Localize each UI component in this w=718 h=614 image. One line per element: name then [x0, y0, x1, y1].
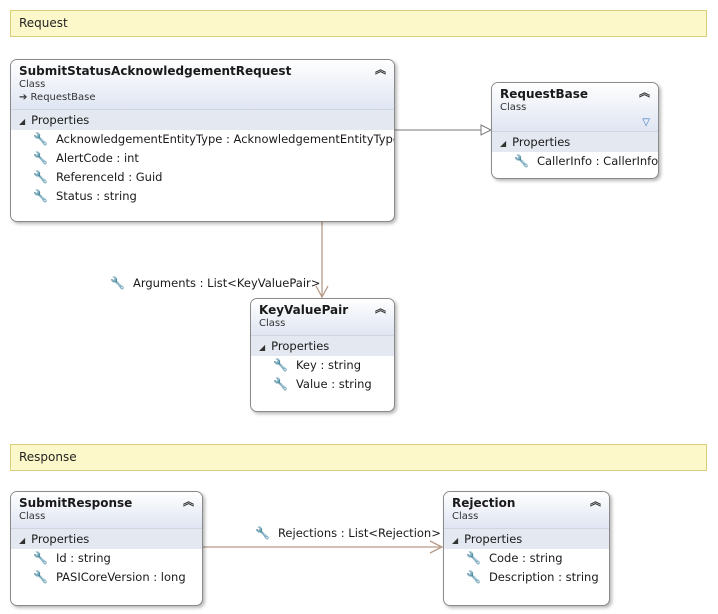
property-text: Status : string	[55, 189, 137, 203]
rejections-arrowhead	[429, 540, 444, 554]
class-kind: Class	[19, 511, 46, 522]
collapse-triangle-icon[interactable]: ◢	[500, 139, 507, 148]
wrench-icon: 🔧	[110, 276, 125, 290]
wrench-icon: 🔧	[273, 377, 288, 391]
wrench-icon: 🔧	[33, 570, 48, 584]
wrench-icon: 🔧	[33, 132, 48, 146]
class-name: KeyValuePair	[259, 303, 349, 317]
class-header: SubmitStatusAcknowledgementRequest Class…	[11, 60, 394, 109]
wrench-icon: 🔧	[33, 551, 48, 565]
properties-label: Properties	[464, 532, 523, 546]
arguments-association-label[interactable]: 🔧 Arguments : List<KeyValuePair>	[110, 276, 320, 290]
response-section-header: Response	[10, 444, 707, 471]
arguments-arrowhead	[315, 285, 329, 299]
property-text: Key : string	[295, 358, 361, 372]
class-key-value-pair[interactable]: KeyValuePair Class ︽ ◢ Properties 🔧 Key : …	[250, 298, 395, 412]
class-submit-status-acknowledgement-request[interactable]: SubmitStatusAcknowledgementRequest Class…	[10, 59, 395, 222]
inheritance-arrowhead	[480, 124, 493, 136]
property-row[interactable]: 🔧 Status : string	[11, 187, 394, 206]
filter-icon[interactable]: ▽	[642, 117, 650, 128]
properties-compartment-header[interactable]: ◢ Properties	[11, 109, 394, 130]
double-chevron-up-icon[interactable]: ︽	[590, 495, 601, 508]
properties-label: Properties	[512, 135, 571, 149]
request-section-label: Request	[19, 16, 68, 30]
property-text: PASICoreVersion : long	[55, 570, 186, 584]
response-section-label: Response	[19, 450, 77, 464]
property-text: AlertCode : int	[55, 151, 139, 165]
property-row[interactable]: 🔧 ReferenceId : Guid	[11, 168, 394, 187]
class-request-base[interactable]: RequestBase Class ︽ ▽ ◢ Properties 🔧 Calle…	[491, 82, 659, 179]
properties-compartment-header[interactable]: ◢ Properties	[444, 528, 609, 549]
double-chevron-up-icon[interactable]: ︽	[639, 86, 650, 99]
class-header: Rejection Class ︽	[444, 492, 609, 528]
property-text: Description : string	[488, 570, 599, 584]
property-row[interactable]: 🔧 CallerInfo : CallerInfo	[492, 152, 658, 171]
property-row[interactable]: 🔧 Value : string	[251, 375, 394, 394]
collapse-triangle-icon[interactable]: ◢	[259, 343, 266, 352]
class-name: SubmitResponse	[19, 496, 133, 510]
class-rejection[interactable]: Rejection Class ︽ ◢ Properties 🔧 Code : st…	[443, 491, 610, 606]
property-row[interactable]: 🔧 Id : string	[11, 549, 202, 568]
wrench-icon: 🔧	[33, 189, 48, 203]
property-text: Id : string	[55, 551, 111, 565]
wrench-icon: 🔧	[33, 170, 48, 184]
class-kind: Class	[259, 318, 286, 329]
properties-compartment-header[interactable]: ◢ Properties	[251, 335, 394, 356]
properties-label: Properties	[31, 532, 90, 546]
property-text: Code : string	[488, 551, 563, 565]
property-text: CallerInfo : CallerInfo	[536, 154, 659, 168]
class-name: RequestBase	[500, 87, 589, 101]
class-name: SubmitStatusAcknowledgementRequest	[19, 64, 292, 78]
double-chevron-up-icon[interactable]: ︽	[375, 302, 386, 315]
collapse-triangle-icon[interactable]: ◢	[19, 536, 26, 545]
property-row[interactable]: 🔧 AcknowledgementEntityType : Acknowledge…	[11, 130, 394, 149]
class-name: Rejection	[452, 496, 516, 510]
property-text: Value : string	[295, 377, 372, 391]
property-text: AcknowledgementEntityType : Acknowledgem…	[55, 132, 395, 146]
wrench-icon: 🔧	[255, 526, 270, 540]
association-text: Rejections : List<Rejection>	[277, 526, 441, 540]
properties-label: Properties	[31, 113, 90, 127]
properties-compartment-header[interactable]: ◢ Properties	[492, 131, 658, 152]
property-row[interactable]: 🔧 PASICoreVersion : long	[11, 568, 202, 587]
wrench-icon: 🔧	[33, 151, 48, 165]
property-text: ReferenceId : Guid	[55, 170, 163, 184]
property-row[interactable]: 🔧 Code : string	[444, 549, 609, 568]
class-kind: Class	[452, 511, 479, 522]
class-kind: Class	[500, 102, 527, 113]
class-kind: Class	[19, 79, 46, 90]
properties-label: Properties	[271, 339, 330, 353]
property-row[interactable]: 🔧 Key : string	[251, 356, 394, 375]
class-submit-response[interactable]: SubmitResponse Class ︽ ◢ Properties 🔧 Id :…	[10, 491, 203, 606]
wrench-icon: 🔧	[466, 570, 481, 584]
wrench-icon: 🔧	[273, 358, 288, 372]
collapse-triangle-icon[interactable]: ◢	[19, 117, 26, 126]
association-text: Arguments : List<KeyValuePair>	[132, 276, 321, 290]
rejections-association-label[interactable]: 🔧 Rejections : List<Rejection>	[255, 526, 441, 540]
property-row[interactable]: 🔧 Description : string	[444, 568, 609, 587]
wrench-icon: 🔧	[514, 154, 529, 168]
double-chevron-up-icon[interactable]: ︽	[183, 495, 194, 508]
class-header: SubmitResponse Class ︽	[11, 492, 202, 528]
class-header: RequestBase Class ︽ ▽	[492, 83, 658, 131]
class-base-type: ➔ RequestBase	[19, 92, 96, 103]
request-section-header: Request	[10, 10, 707, 37]
double-chevron-up-icon[interactable]: ︽	[375, 63, 386, 76]
property-row[interactable]: 🔧 AlertCode : int	[11, 149, 394, 168]
class-header: KeyValuePair Class ︽	[251, 299, 394, 335]
collapse-triangle-icon[interactable]: ◢	[452, 536, 459, 545]
properties-compartment-header[interactable]: ◢ Properties	[11, 528, 202, 549]
wrench-icon: 🔧	[466, 551, 481, 565]
